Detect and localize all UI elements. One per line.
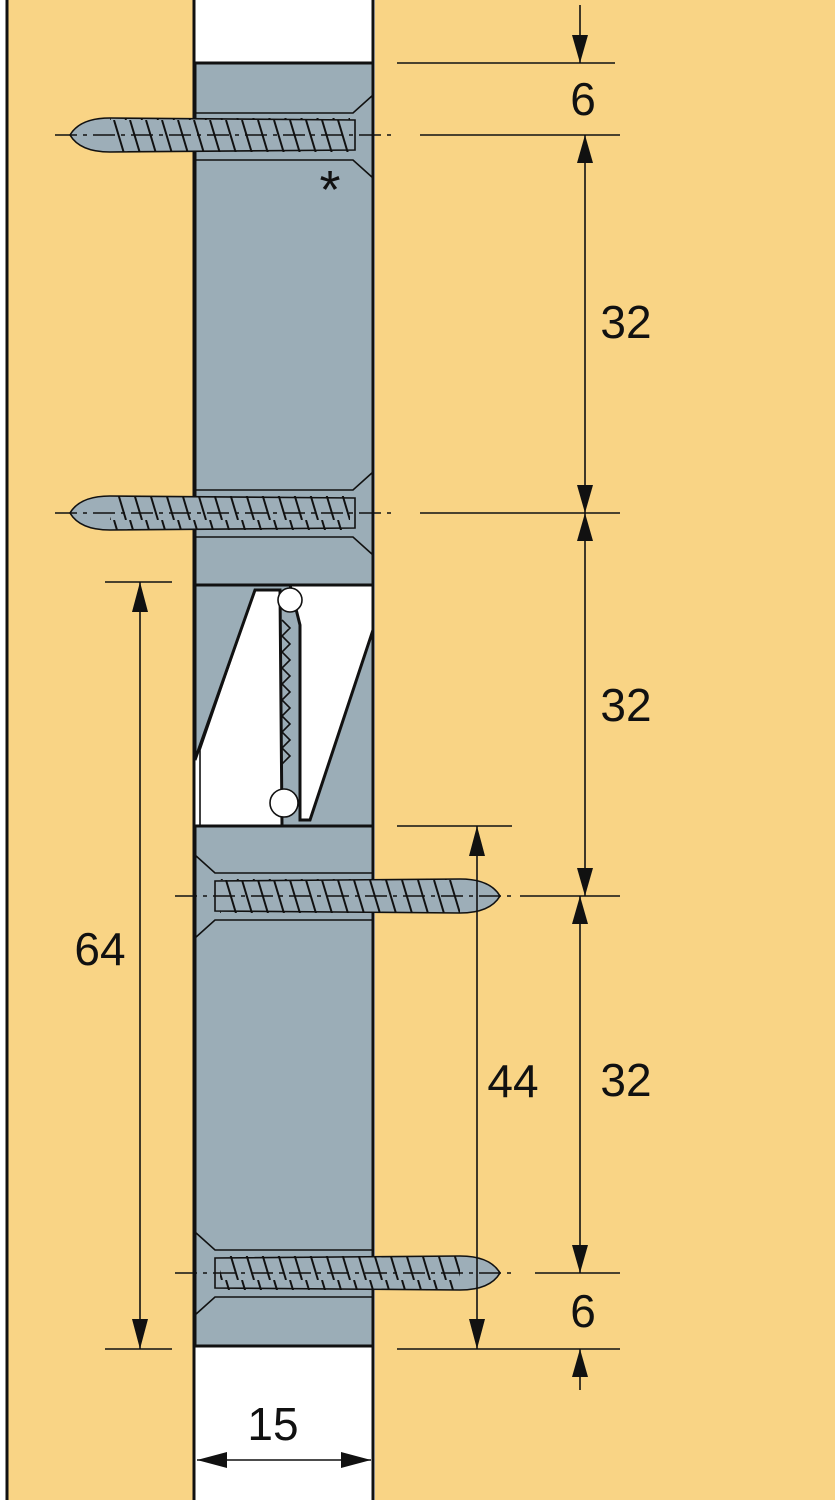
- screw-3: [175, 878, 515, 914]
- right-wood-panel: [375, 0, 835, 1500]
- screw-4: [175, 1255, 515, 1291]
- dimension-lines: [132, 5, 593, 1468]
- dim-screw-span: 44: [487, 1055, 538, 1107]
- screw-1: [55, 117, 395, 153]
- extension-lines: [105, 62, 620, 1350]
- dim-spacing-3: 32: [600, 1054, 651, 1106]
- left-wood-panel: [6, 0, 195, 1500]
- dim-spacing-2: 32: [600, 679, 651, 731]
- dim-top-offset: 6: [570, 73, 596, 125]
- dim-total-height: 64: [74, 923, 125, 975]
- screw-2: [55, 495, 395, 531]
- dim-bottom-offset: 6: [570, 1285, 596, 1337]
- asterisk-marker: *: [319, 160, 340, 220]
- dim-spacing-1: 32: [600, 296, 651, 348]
- dim-width: 15: [247, 1398, 298, 1450]
